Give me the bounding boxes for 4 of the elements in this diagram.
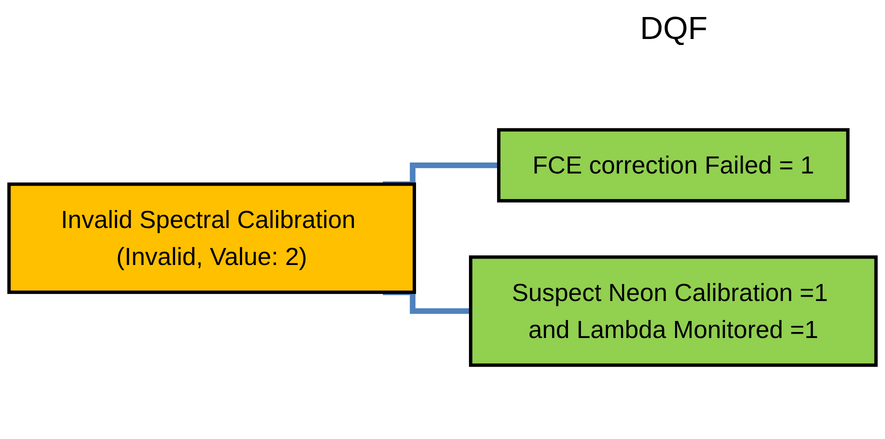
node-box: Suspect Neon Calibration =1 and Lambda Monitored =1 bbox=[468, 255, 878, 367]
column-heading: DQF bbox=[640, 10, 708, 47]
node-box: Invalid Spectral Calibration (Invalid, Value: 2) bbox=[7, 182, 416, 294]
node-box: FCE correction Failed = 1 bbox=[497, 128, 850, 202]
